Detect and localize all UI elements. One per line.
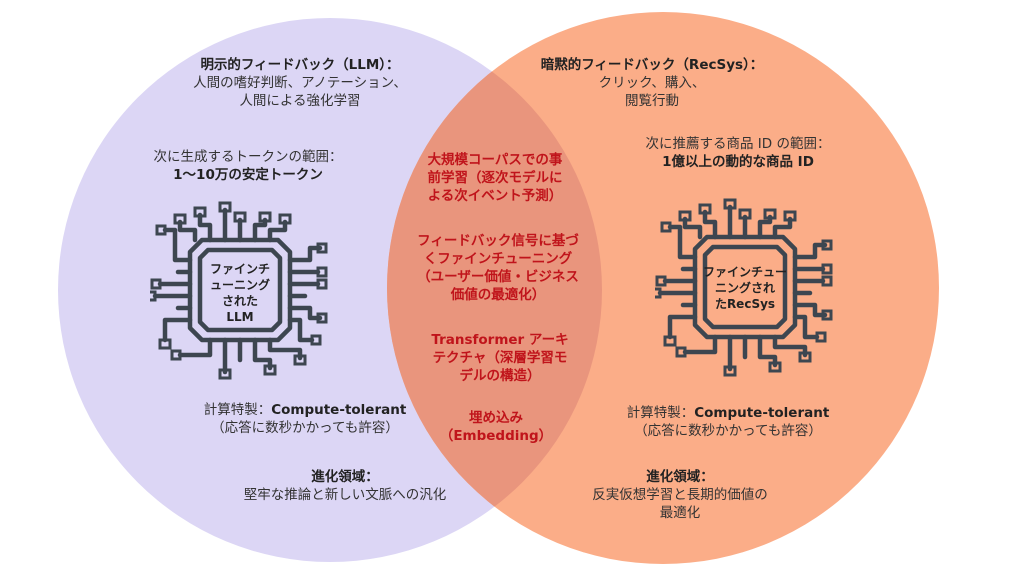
left-chip-label: ファインチ ューニング された LLM xyxy=(210,261,270,325)
right-evolution-line: 最適化 xyxy=(659,505,701,521)
left-evolution-line: 堅牢な推論と新しい文脈への汎化 xyxy=(243,487,447,503)
left-feedback-line: 人間による強化学習 xyxy=(239,93,361,109)
right-feedback-block: 暗黙的フィードバック（RecSys）： クリック、購入、 閲覧行動 xyxy=(541,56,764,110)
shared-line: 前学習（逐次モデルに xyxy=(427,170,563,186)
chip-label-line: された xyxy=(221,294,259,308)
chip-label-line: LLM xyxy=(226,310,254,324)
right-range-block: 次に推薦する商品 ID の範囲： 1億以上の動的な商品 ID xyxy=(646,135,831,171)
left-compute-value: Compute-tolerant xyxy=(271,402,407,418)
right-compute-label: 計算特製： xyxy=(626,405,695,421)
shared-line: デルの構造） xyxy=(459,368,541,384)
left-evolution-block: 進化領域： 堅牢な推論と新しい文脈への汎化 xyxy=(244,468,447,504)
left-compute-label: 計算特製： xyxy=(203,402,272,418)
left-range-value: 1～10万の安定トークン xyxy=(173,167,323,183)
right-range-label: 次に推薦する商品 ID の範囲： xyxy=(645,136,831,152)
left-feedback-line: 人間の嗜好判断、アノテーション、 xyxy=(193,75,407,91)
right-feedback-line: クリック、購入、 xyxy=(598,75,706,91)
right-compute-note: （応答に数秒かかっても許容） xyxy=(634,423,822,439)
right-evolution-title: 進化領域： xyxy=(646,469,714,485)
right-feedback-title: 暗黙的フィードバック（RecSys）： xyxy=(540,57,764,73)
right-compute-block: 計算特製：Compute-tolerant （応答に数秒かかっても許容） xyxy=(627,404,830,440)
shared-line: （Embedding） xyxy=(439,428,553,444)
right-feedback-line: 閲覧行動 xyxy=(625,93,679,109)
left-compute-note: （応答に数秒かかっても許容） xyxy=(211,420,399,436)
left-evolution-title: 進化領域： xyxy=(311,469,379,485)
shared-pretraining: 大規模コーパスでの事 前学習（逐次モデルに よる次イベント予測） xyxy=(428,151,563,205)
left-feedback-block: 明示的フィードバック（LLM）： 人間の嗜好判断、アノテーション、 人間による強… xyxy=(193,56,407,110)
chip-label-line: ファインチ xyxy=(209,262,271,276)
overlap-region xyxy=(387,18,602,562)
right-evolution-line: 反実仮想学習と長期的価値の xyxy=(592,487,768,503)
right-evolution-block: 進化領域： 反実仮想学習と長期的価値の 最適化 xyxy=(592,468,768,522)
left-feedback-title: 明示的フィードバック（LLM）： xyxy=(200,57,400,73)
chip-label-line: ューニング xyxy=(209,278,271,292)
chip-label-line: ニングされ xyxy=(714,281,776,295)
chip-label-line: たRecSys xyxy=(714,297,776,311)
right-chip-label: ファインチュー ニングされ たRecSys xyxy=(703,264,787,312)
shared-embedding: 埋め込み （Embedding） xyxy=(440,409,552,445)
shared-line: 埋め込み xyxy=(469,410,523,426)
shared-transformer: Transformer アーキ テクチャ（深層学習モ デルの構造） xyxy=(431,331,568,385)
shared-line: くファインチューニング xyxy=(423,251,573,267)
chip-label-line: ファインチュー xyxy=(702,265,788,279)
shared-line: （ユーザー価値・ビジネス xyxy=(417,269,579,285)
left-range-block: 次に生成するトークンの範囲： 1～10万の安定トークン xyxy=(154,148,343,184)
shared-finetuning: フィードバック信号に基づ くファインチューニング （ユーザー価値・ビジネス 価値… xyxy=(417,232,579,304)
shared-line: Transformer アーキ xyxy=(431,332,569,348)
right-compute-value: Compute-tolerant xyxy=(694,405,830,421)
shared-line: テクチャ（深層学習モ xyxy=(432,350,568,366)
shared-line: 価値の最適化） xyxy=(450,287,546,303)
left-range-label: 次に生成するトークンの範囲： xyxy=(153,149,343,165)
shared-line: よる次イベント予測） xyxy=(427,188,563,204)
shared-line: 大規模コーパスでの事 xyxy=(427,152,563,168)
right-range-value: 1億以上の動的な商品 ID xyxy=(662,154,814,170)
left-compute-block: 計算特製：Compute-tolerant （応答に数秒かかっても許容） xyxy=(204,401,407,437)
shared-line: フィードバック信号に基づ xyxy=(417,233,579,249)
